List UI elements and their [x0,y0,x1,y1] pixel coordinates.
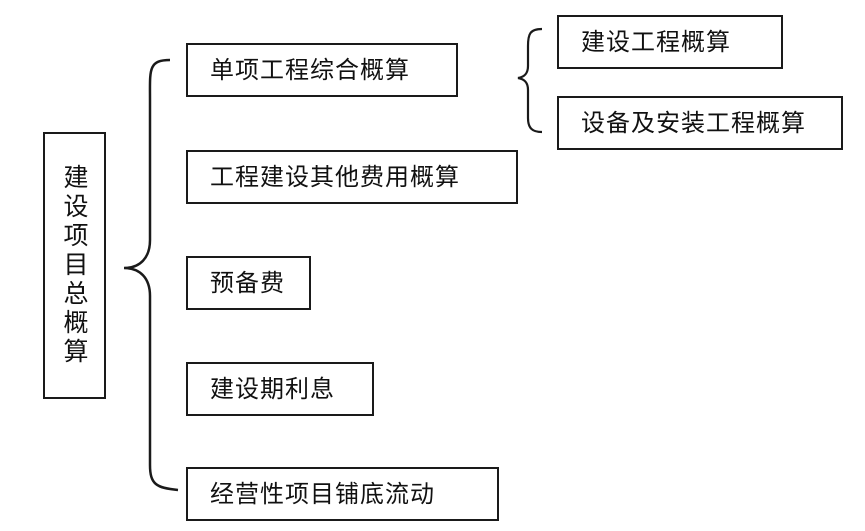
sub-component-label: 设备及安装工程概算 [581,109,806,137]
component-other-costs-box: 工程建设其他费用概算 [186,150,518,204]
component-label: 经营性项目铺底流动 [210,480,435,508]
component-interest-box: 建设期利息 [186,362,374,416]
component-label: 预备费 [210,269,285,297]
component-single-project-box: 单项工程综合概算 [186,43,458,97]
root-total-estimate-box: 建设项目总概算 [43,132,106,399]
component-working-capital-box: 经营性项目铺底流动 [186,467,499,521]
sub-construction-box: 建设工程概算 [557,15,783,69]
root-curly-brace [123,58,179,492]
root-label: 建设项目总概算 [60,164,89,367]
sub-equipment-box: 设备及安装工程概算 [557,96,843,150]
sub-component-label: 建设工程概算 [581,28,731,56]
sub-curly-brace [517,27,543,134]
component-reserve-box: 预备费 [186,256,311,310]
component-label: 单项工程综合概算 [210,56,410,84]
component-label: 工程建设其他费用概算 [210,163,460,191]
component-label: 建设期利息 [210,375,335,403]
